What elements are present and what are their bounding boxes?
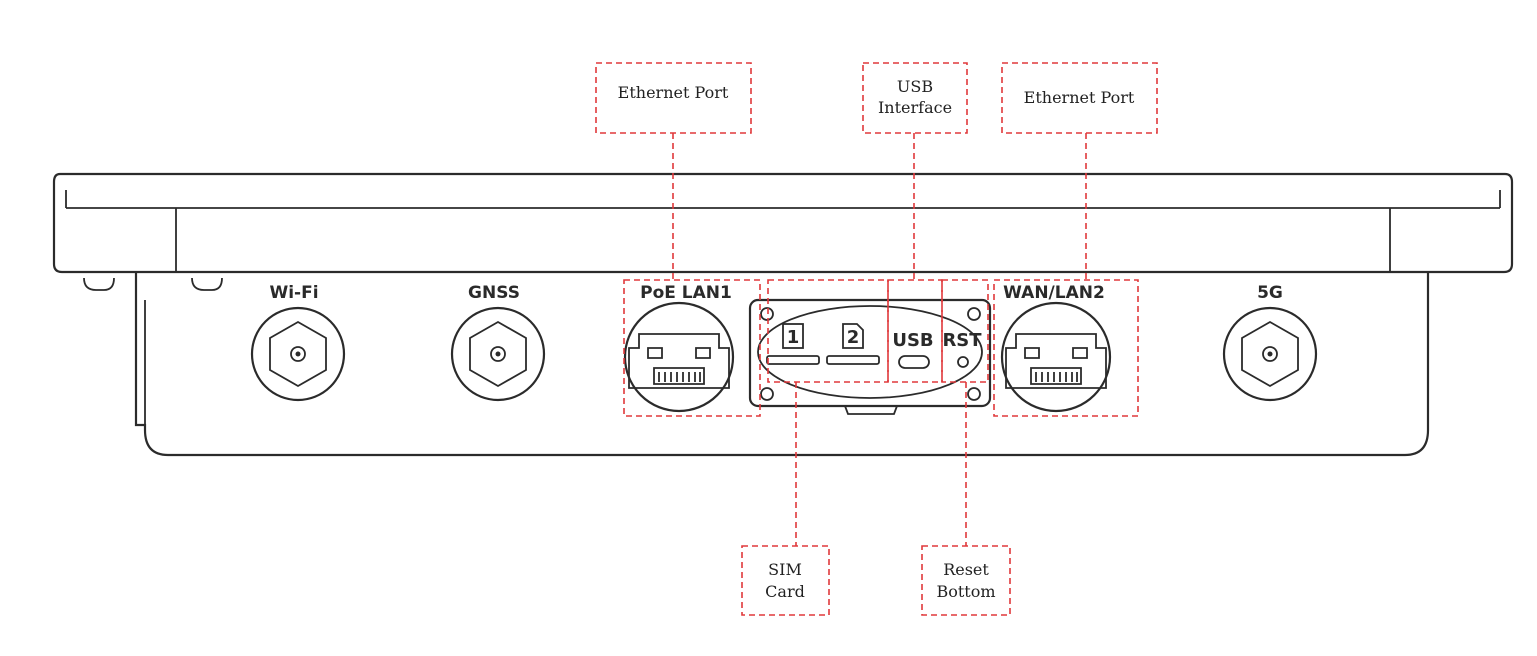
5g-label: 5G [1257, 283, 1283, 303]
usb-label: USB [892, 330, 933, 351]
sim1-label: 1 [787, 327, 800, 348]
usb-c-port-icon [898, 355, 930, 369]
wan-lan2-rj45-icon [1000, 301, 1112, 413]
reset-hole-icon [957, 356, 969, 368]
5g-connector-icon [1222, 306, 1318, 402]
wifi-label: Wi-Fi [269, 283, 318, 303]
callout-reset-text-2: Bottom [936, 582, 995, 601]
callout-sim-text-1: SIM [768, 560, 802, 579]
callout-sim-text-2: Card [765, 582, 805, 601]
wan-lan2-label: WAN/LAN2 [1003, 283, 1105, 303]
callout-usb-interface: USB Interface [862, 62, 968, 134]
callout-usb-text-1: USB [897, 77, 933, 96]
sim2-slot [826, 355, 880, 365]
rst-highlight [941, 279, 989, 383]
poe-lan1-rj45-icon [623, 301, 735, 413]
sim1-slot [766, 355, 820, 365]
sim2-label: 2 [847, 327, 860, 348]
poe-lan1-highlight [623, 279, 761, 417]
sim1-badge [782, 323, 804, 349]
callout-sim-card: SIM Card [741, 545, 830, 616]
callout-reset-bottom: Reset Bottom [921, 545, 1011, 616]
sim-usb-rst-panel: 1 2 USB RST [748, 298, 992, 415]
sim2-badge [842, 323, 864, 349]
callout-ethernet-left: Ethernet Port [595, 62, 752, 134]
callout-reset-text-1: Reset [943, 560, 989, 579]
callout-ethernet-right-text: Ethernet Port [1024, 88, 1135, 107]
gnss-label: GNSS [468, 283, 520, 303]
wan-lan2-highlight [993, 279, 1139, 417]
callout-ethernet-right: Ethernet Port [1001, 62, 1158, 134]
callout-usb-text-2: Interface [878, 98, 952, 117]
callout-ethernet-left-text: Ethernet Port [618, 83, 729, 102]
rst-label: RST [942, 330, 982, 351]
wifi-connector-icon [250, 306, 346, 402]
poe-lan1-label: PoE LAN1 [640, 283, 732, 303]
gnss-connector-icon [450, 306, 546, 402]
